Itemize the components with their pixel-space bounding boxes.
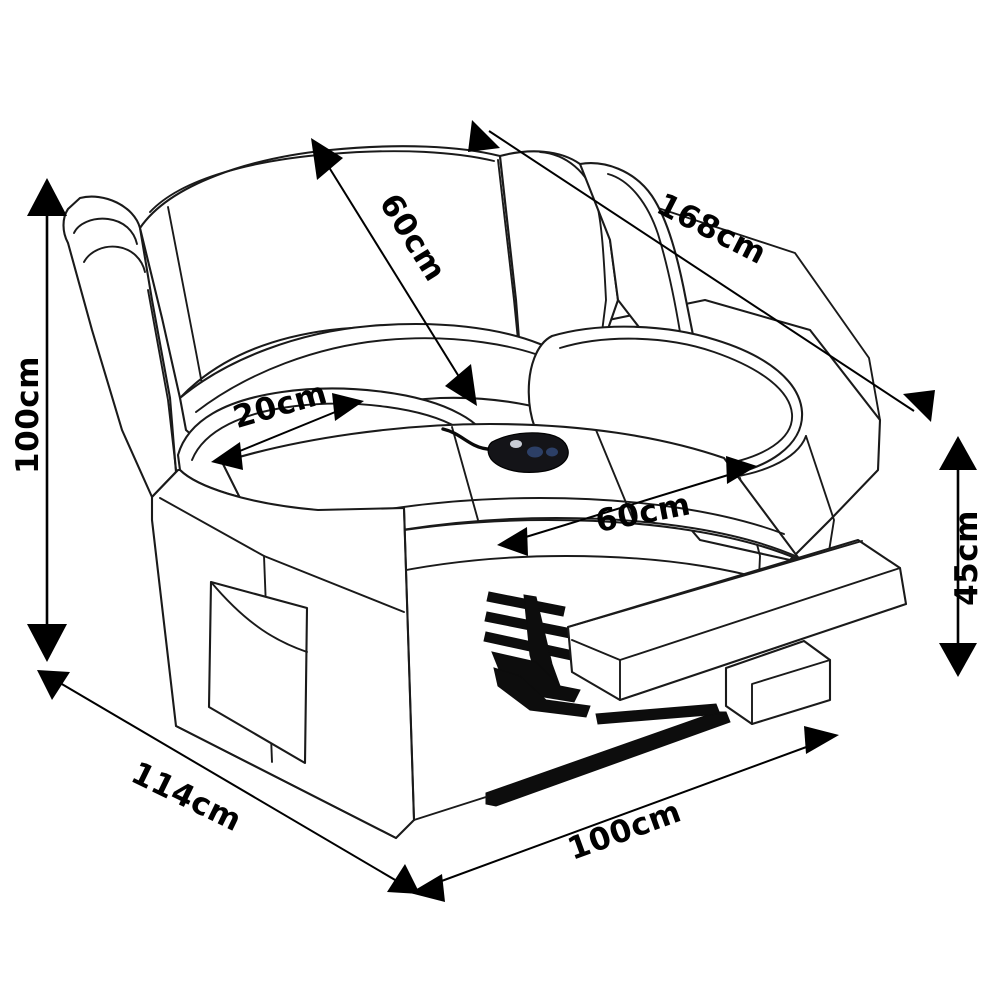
dimension-seat-height-label: 45cm	[949, 510, 985, 606]
dimension-armrest-arrow-right	[332, 393, 364, 421]
left-body-bottom-edge	[175, 725, 397, 839]
extended-footrest	[566, 538, 908, 702]
dimension-armrest-line	[229, 407, 346, 456]
seat-front-bottom-line	[413, 796, 487, 821]
dimension-seat-height-arrow-top	[939, 436, 977, 470]
backrest-far-right-wing	[578, 162, 696, 346]
backrest-left-wing-crease-2	[83, 245, 146, 273]
dimension-depth-arrow-right	[387, 864, 420, 894]
armrest-side-pocket-flap	[210, 581, 308, 653]
recliner-lift-mechanism	[483, 591, 591, 718]
backrest-left-wing	[62, 195, 178, 499]
dimension-backrest-arrow-top	[311, 138, 343, 180]
right-armrest-roll-seam	[559, 337, 793, 467]
base-rail-bar-2	[595, 703, 721, 725]
dimension-seat-line	[515, 471, 739, 541]
dimension-armrest-arrow-left	[211, 442, 243, 470]
dimension-width-line	[427, 741, 821, 887]
backrest-left-wing-inner-seam	[147, 289, 177, 471]
dimension-depth-line	[54, 679, 403, 885]
backrest-far-right-wing-seam	[607, 173, 681, 333]
dimension-length-arrow-right	[903, 390, 935, 422]
recliner-chair-illustration	[62, 145, 908, 840]
dimension-backrest-arrow-bottom	[445, 364, 477, 406]
footrest-bracket-seam	[751, 659, 831, 725]
seat-cushion-center-seam-1	[451, 426, 479, 521]
dimension-seat-arrow-left	[497, 527, 528, 556]
left-front-corner-edge	[403, 507, 415, 821]
dimension-seat-height-arrow-bottom	[939, 643, 977, 677]
right-back-panel	[654, 206, 881, 421]
dimension-height-arrow-bottom	[27, 624, 67, 662]
dimension-height-label: 100cm	[10, 356, 46, 474]
backrest-left-wing-crease-1	[73, 217, 138, 245]
remote-button-top	[510, 440, 522, 448]
dimension-length-line	[488, 130, 915, 412]
dimension-backrest-line	[321, 155, 467, 389]
dimension-depth-arrow-left	[37, 670, 70, 700]
dimension-width-arrow-left	[410, 874, 445, 902]
footrest-top-seam	[567, 540, 863, 628]
dimension-seat-arrow-right	[726, 456, 757, 484]
remote-button-right	[546, 447, 558, 457]
backrest-cushion-right-seam	[497, 159, 520, 351]
dimension-width-arrow-right	[804, 726, 839, 754]
dimension-height-arrow-top	[27, 178, 67, 216]
dimension-height-100cm: 100cm	[10, 178, 67, 662]
dimension-length-arrow-left	[468, 120, 500, 152]
dimension-seat-height-45cm: 45cm	[939, 436, 985, 677]
armrest-side-pocket	[207, 580, 309, 765]
recliner-remote-control[interactable]	[441, 427, 569, 473]
remote-button-left	[527, 446, 543, 458]
